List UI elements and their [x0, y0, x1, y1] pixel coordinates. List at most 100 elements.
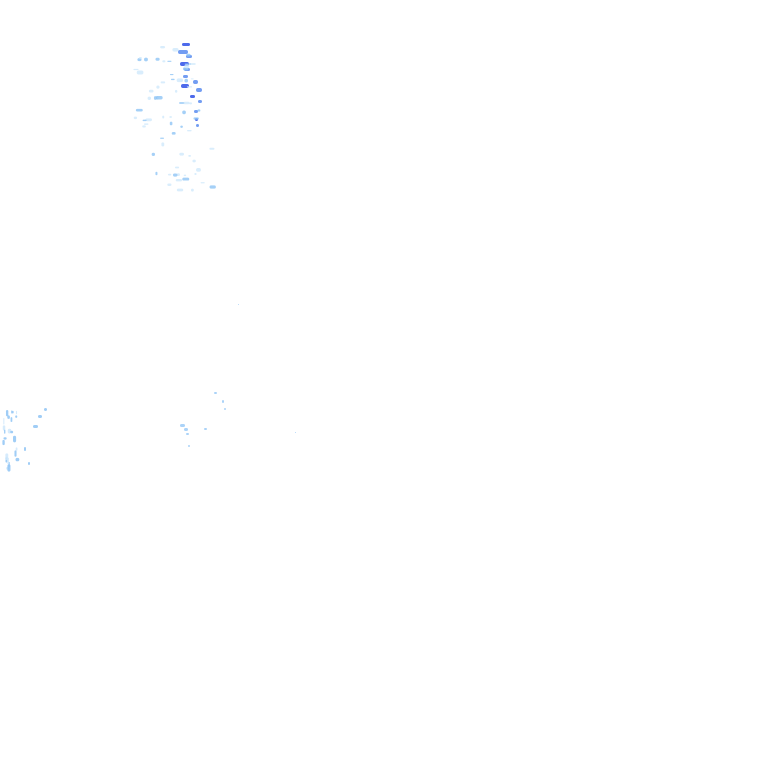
precipitation-cell	[15, 447, 18, 451]
precipitation-cell	[194, 110, 198, 113]
precipitation-cell	[33, 425, 38, 428]
precipitation-cell	[133, 68, 139, 71]
precipitation-cell	[222, 400, 224, 403]
precipitation-cell	[176, 173, 180, 177]
precipitation-cell	[183, 75, 188, 78]
precipitation-cell	[144, 57, 148, 62]
precipitation-cell	[189, 63, 196, 65]
precipitation-cell	[193, 117, 199, 120]
precipitation-cell	[147, 96, 152, 100]
precipitation-cell	[3, 418, 5, 425]
precipitation-cell	[142, 125, 146, 128]
precipitation-cell	[148, 89, 154, 93]
precipitation-cell	[187, 130, 192, 132]
precipitation-cell	[182, 110, 186, 115]
precipitation-cell	[170, 78, 175, 81]
precipitation-cell	[178, 50, 188, 54]
precipitation-cell	[15, 415, 18, 418]
precipitation-cell	[184, 428, 188, 431]
precipitation-cell	[10, 417, 13, 422]
precipitation-cell	[145, 118, 152, 122]
precipitation-cell	[144, 123, 149, 125]
precipitation-cell	[197, 109, 201, 112]
precipitation-cell	[224, 408, 226, 410]
precipitation-cell	[15, 457, 20, 462]
precipitation-cell	[180, 424, 185, 427]
precipitation-cell	[15, 410, 18, 415]
precipitation-cell	[169, 74, 174, 76]
precipitation-cell	[135, 108, 143, 112]
precipitation-cell	[24, 447, 26, 451]
precipitation-cell	[155, 96, 163, 100]
precipitation-cell	[172, 48, 179, 52]
precipitation-cell	[184, 63, 191, 65]
precipitation-cell	[14, 450, 17, 457]
precipitation-cell	[136, 70, 144, 75]
precipitation-cell	[161, 142, 165, 147]
precipitation-cell	[155, 57, 160, 61]
precipitation-cell	[204, 428, 207, 430]
precipitation-cell	[183, 101, 190, 105]
precipitation-cell	[169, 121, 173, 126]
precipitation-cell	[133, 116, 138, 120]
precipitation-cell	[4, 429, 6, 434]
precipitation-cell	[44, 408, 47, 411]
precipitation-cell	[184, 78, 188, 83]
precipitation-cell	[10, 430, 14, 434]
precipitation-cell	[2, 425, 6, 431]
precipitation-cell	[162, 60, 166, 63]
precipitation-cell	[169, 116, 172, 118]
precipitation-cell	[209, 185, 216, 189]
precipitation-cell	[160, 81, 166, 84]
precipitation-cell	[176, 188, 184, 192]
precipitation-cell	[28, 462, 30, 465]
precipitation-cell	[179, 102, 185, 104]
precipitation-cell	[151, 152, 156, 157]
precipitation-cell	[295, 432, 296, 433]
precipitation-cell	[11, 410, 14, 414]
precipitation-cell	[189, 102, 193, 105]
precipitation-cell	[3, 437, 7, 440]
precipitation-cell	[186, 53, 191, 57]
precipitation-cell	[138, 57, 142, 59]
precipitation-cell	[179, 152, 184, 156]
precipitation-cell	[7, 457, 9, 465]
precipitation-cell	[180, 125, 183, 128]
precipitation-cell	[191, 188, 194, 192]
precipitation-cell	[171, 132, 176, 135]
precipitation-cell	[38, 415, 42, 418]
precipitation-cell	[238, 304, 239, 305]
precipitation-cell	[11, 410, 13, 414]
precipitation-cell	[142, 119, 147, 122]
precipitation-cell	[160, 46, 166, 49]
precipitation-cell	[188, 445, 190, 447]
precipitation-cell	[182, 177, 190, 181]
precipitation-cell	[183, 174, 187, 177]
precipitation-cell	[186, 86, 193, 88]
precipitation-cell	[214, 392, 217, 394]
precipitation-cell	[196, 124, 199, 127]
precipitation-cell	[174, 89, 178, 93]
precipitation-cell	[7, 415, 10, 419]
precipitation-cell	[196, 88, 202, 92]
precipitation-cell	[196, 168, 201, 172]
precipitation-cell	[5, 410, 9, 417]
precipitation-cell	[2, 439, 5, 446]
precipitation-cell	[190, 78, 194, 80]
precipitation-cell	[182, 43, 190, 46]
precipitation-cell	[156, 85, 160, 89]
precipitation-cell	[160, 137, 164, 139]
precipitation-cell	[193, 80, 198, 84]
precipitation-cell	[5, 453, 9, 458]
precipitation-cell	[167, 60, 172, 62]
precipitation-cell	[186, 433, 189, 435]
precipitation-cell	[192, 159, 196, 163]
precipitation-cell	[188, 155, 191, 157]
precipitation-cell	[190, 95, 195, 98]
precipitation-cell	[7, 464, 11, 472]
precipitation-cell	[174, 166, 180, 169]
precipitation-cell	[175, 179, 183, 182]
precipitation-cell	[172, 173, 178, 177]
precipitation-cell	[209, 147, 215, 150]
